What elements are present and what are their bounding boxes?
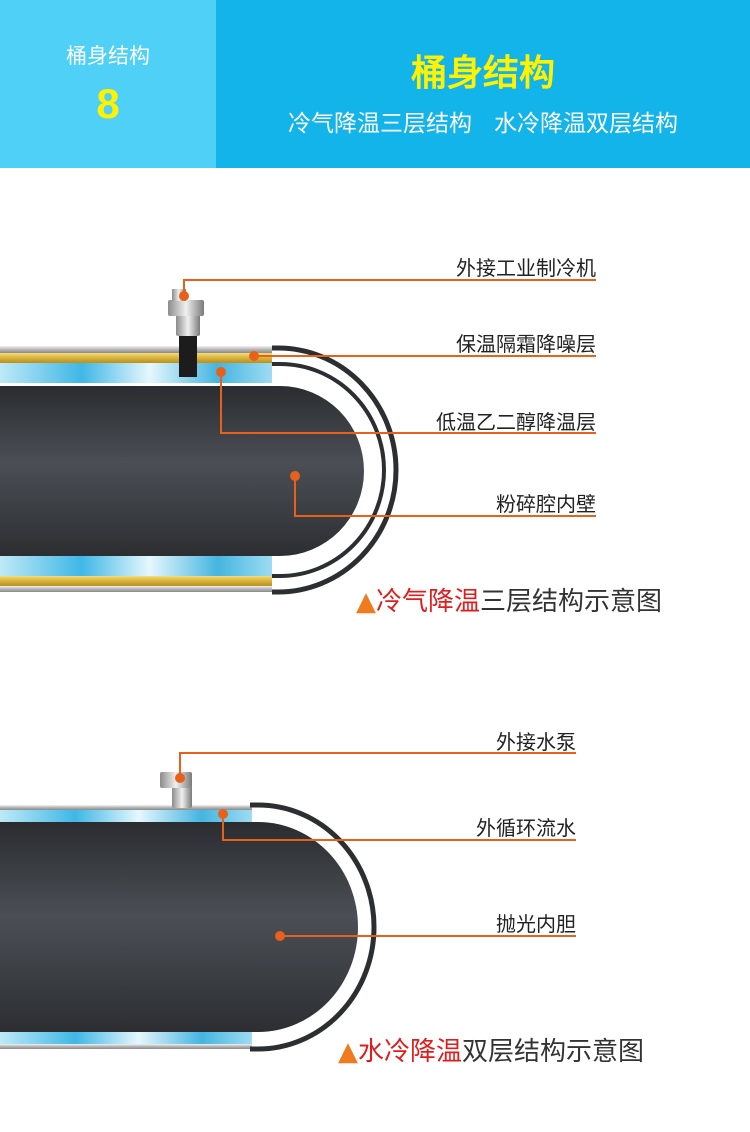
caption-rest: 双层结构示意图: [462, 1037, 645, 1067]
label-circulating-water: 外循环流水: [476, 816, 576, 840]
header-banner: 桶身结构 8 桶身结构 冷气降温三层结构 水冷降温双层结构: [0, 0, 750, 168]
side-title: 桶身结构: [66, 44, 150, 68]
caption-highlight: 冷气降温: [376, 587, 481, 617]
leader-circulating-water: [222, 814, 576, 841]
leader-pump: [179, 752, 576, 778]
insulation-layer-top: [0, 353, 272, 363]
header-side-panel: 桶身结构 8: [0, 0, 216, 168]
label-chamber-wall: 粉碎腔内壁: [496, 492, 596, 516]
dot-inner-wall: [290, 471, 300, 481]
outer-shell-arc: [272, 345, 399, 595]
diagram-2-leaders: [179, 752, 576, 937]
caption-diagram-2: ▲水冷降温双层结构示意图: [338, 1031, 644, 1068]
polished-inner-liner: [0, 822, 358, 1032]
diagram-1-vessel: [0, 289, 399, 595]
label-glycol-layer: 低温乙二醇降温层: [436, 410, 596, 434]
label-external-chiller: 外接工业制冷机: [456, 256, 596, 280]
triangle-icon: ▲: [356, 587, 376, 617]
water-layer-top: [0, 810, 252, 822]
leader-chiller: [183, 279, 596, 296]
middle-shell-arc: [272, 362, 386, 578]
dot-glycol: [216, 367, 226, 377]
structure-diagrams: [0, 279, 596, 1052]
label-insulation-layer: 保温隔霜降噪层: [456, 332, 596, 356]
dot-insulation: [249, 351, 259, 361]
outer-shell-arc-2: [250, 802, 377, 1052]
caption-highlight: 水冷降温: [358, 1037, 463, 1067]
diagram-2-vessel: [0, 772, 377, 1052]
triangle-icon: ▲: [338, 1037, 358, 1067]
insulation-layer-bottom: [0, 576, 272, 586]
outer-steel-bottom: [0, 586, 272, 592]
main-subtitle: 冷气降温三层结构 水冷降温双层结构: [288, 111, 678, 137]
dot-chiller: [179, 291, 189, 301]
dot-inner-liner: [275, 931, 285, 941]
label-polished-liner: 抛光内胆: [496, 912, 576, 936]
section-number: 8: [96, 80, 120, 127]
main-title: 桶身结构: [410, 53, 555, 94]
outer-steel-top: [0, 346, 272, 353]
chiller-fitting: [168, 289, 204, 377]
dot-pump: [175, 773, 185, 783]
grinding-chamber-inner-wall: [0, 386, 364, 556]
outer-steel-top-2: [0, 805, 252, 810]
diagram-1-leaders: [183, 279, 596, 517]
glycol-layer-top: [0, 363, 272, 383]
diagram-2-dots: [175, 773, 285, 941]
outer-steel-bottom-2: [0, 1044, 252, 1049]
caption-diagram-1: ▲冷气降温三层结构示意图: [356, 581, 662, 618]
caption-rest: 三层结构示意图: [480, 587, 663, 617]
water-layer-bottom: [0, 1032, 252, 1044]
leader-inner-wall: [294, 476, 596, 517]
leader-glycol: [220, 372, 596, 434]
dot-circulating-water: [218, 809, 228, 819]
label-external-pump: 外接水泵: [496, 730, 576, 754]
glycol-layer-bottom: [0, 556, 272, 576]
diagram-1-dots: [179, 291, 300, 481]
